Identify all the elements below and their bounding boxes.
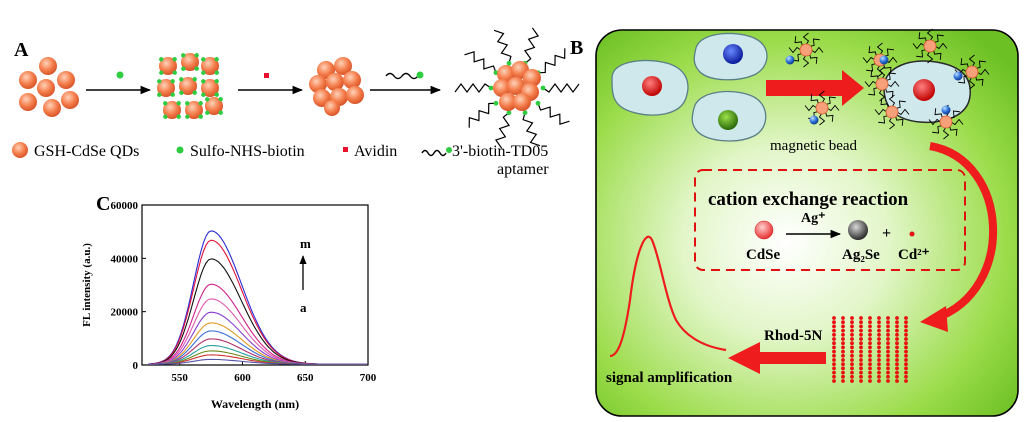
probe-bead-conjugates: [785, 32, 840, 126]
cdse-particle-icon: [754, 220, 774, 240]
ag2se-label: Ag₂Se: [842, 247, 880, 263]
cell-nucleus-red: [642, 76, 662, 96]
legend-aptamer-2: aptamer: [497, 161, 549, 178]
panel-label-c: C: [96, 193, 110, 215]
capture-arrow: [766, 70, 864, 106]
aptamer-strand-icon: [385, 72, 419, 80]
captured-cell-nucleus: [913, 79, 935, 101]
legend-aptamer-1: 3'-biotin-TD05: [452, 143, 548, 160]
rhod-arrow: [728, 342, 826, 374]
x-tick-label: 550: [171, 372, 188, 384]
panel-label-a: A: [14, 39, 29, 61]
ag2se-particle-icon: [848, 220, 868, 240]
cd-ion-label: Cd²⁺: [898, 247, 930, 263]
legend-qd-icon: [12, 142, 28, 158]
spectrum-line-12: [148, 358, 367, 365]
fluorescence-chart: 0 20000 40000 60000 550 600 650 700 m a Wavele…: [81, 200, 377, 411]
x-tick-label: 700: [360, 372, 377, 384]
y-tick-label: 20000: [111, 307, 139, 319]
legend-aptamer-dot: [446, 147, 452, 153]
x-axis-label: Wavelength (nm): [211, 397, 299, 411]
captured-probes: [862, 28, 990, 140]
x-axis: 550 600 650 700: [171, 361, 377, 384]
y-axis-label: FL intensity (a.u.): [81, 243, 93, 327]
legend-avidin: Avidin: [354, 143, 397, 160]
avidin-icon: [264, 73, 269, 78]
qd-cluster-biotin: [157, 53, 223, 119]
flow-arrow-right: [929, 142, 997, 322]
aptamer-qd-probe: [454, 27, 580, 149]
rhod-label: Rhod-5N: [764, 328, 823, 344]
ag-ion-label: Ag⁺: [801, 211, 826, 226]
legend-biotin: Sulfo-NHS-biotin: [190, 143, 305, 160]
plus-sign: +: [882, 225, 891, 242]
cdse-label: CdSe: [746, 247, 781, 263]
legend-qds: GSH-CdSe QDs: [34, 143, 139, 160]
legend-aptamer-icon: [421, 149, 447, 157]
legend-avidin-icon: [343, 147, 348, 152]
y-tick-label: 60000: [111, 200, 139, 212]
qd-aggregate: [309, 57, 364, 116]
cells-group: [611, 32, 768, 142]
annotation-a: a: [300, 300, 307, 315]
panel-label-b: B: [570, 37, 583, 59]
flow-arrow-right-head: [920, 306, 948, 332]
x-tick-label: 600: [234, 372, 251, 384]
y-tick-label: 0: [133, 360, 139, 372]
chart-frame: [141, 204, 369, 366]
annotation-m: m: [300, 236, 311, 251]
legend: GSH-CdSe QDs Sulfo-NHS-biotin Avidin 3'-…: [12, 142, 549, 178]
signal-label: signal amplification: [606, 370, 733, 386]
x-tick-label: 650: [297, 372, 314, 384]
aptamer-biotin-dot: [416, 71, 424, 79]
cell-nucleus-blue: [723, 44, 743, 64]
cation-exchange-box: [694, 169, 966, 271]
cell-nucleus-green: [718, 110, 738, 130]
y-tick-label: 40000: [111, 253, 139, 265]
cd-ion-matrix: [832, 316, 908, 383]
qd-cluster-loose: [19, 57, 79, 117]
magnetic-bead-label: magnetic bead: [770, 138, 858, 154]
signal-curve: [609, 235, 727, 358]
cd-ion-dot: [909, 231, 915, 237]
reaction-title: cation exchange reaction: [708, 189, 909, 210]
legend-biotin-icon: [176, 146, 184, 154]
chart-series: [148, 230, 367, 365]
biotin-icon: [116, 71, 124, 79]
y-axis: 0 20000 40000 60000: [111, 200, 146, 372]
